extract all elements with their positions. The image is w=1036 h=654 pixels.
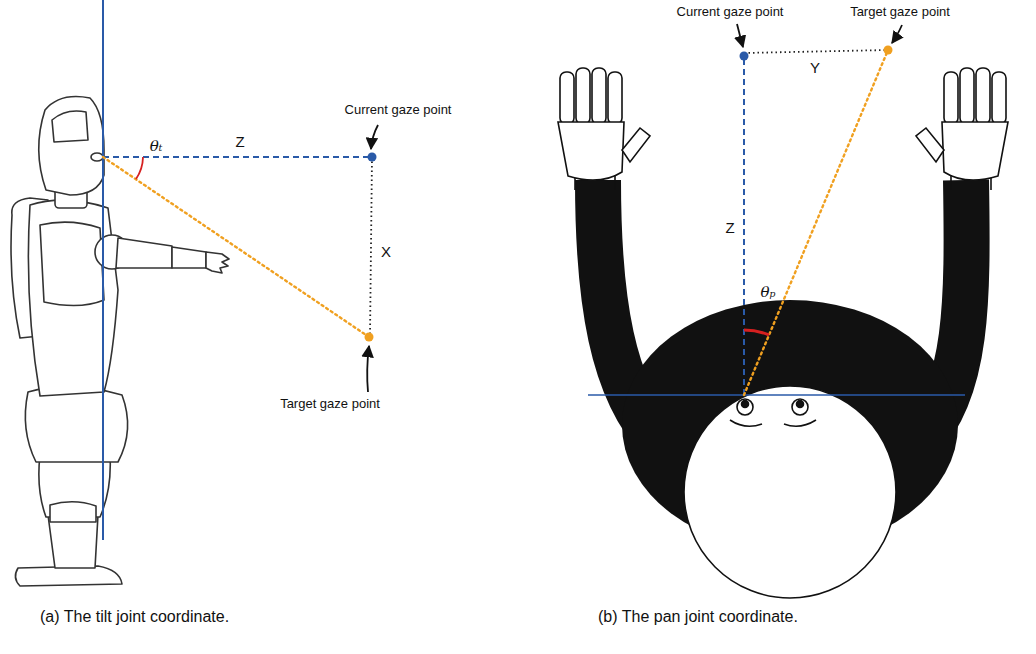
figure-caption: (a) The tilt joint coordinate. <box>40 608 229 626</box>
robot-foot <box>15 566 122 586</box>
axis-label: Z <box>235 134 244 151</box>
axis-label: Y <box>810 60 820 77</box>
pan-angle-arc <box>744 330 769 335</box>
current-gaze-dot <box>368 153 377 162</box>
point-label: Target gaze point <box>850 5 950 19</box>
head-top-view <box>684 386 896 598</box>
pointer-arrow <box>892 25 902 43</box>
figure-caption: (b) The pan joint coordinate. <box>598 608 798 626</box>
robot-chest-plate <box>40 222 104 305</box>
tilt-angle-arc <box>136 157 143 179</box>
angle-label: θₜ <box>150 138 163 155</box>
robot-torso <box>28 200 118 396</box>
robot-head-panel <box>52 111 88 142</box>
target-gaze-dot <box>365 333 374 342</box>
robot-eye <box>91 153 103 161</box>
point-label: Current gaze point <box>345 103 452 117</box>
right-hand <box>916 68 1008 190</box>
angle-label: θₚ <box>760 284 775 301</box>
x-offset-line <box>370 157 372 336</box>
left-hand <box>558 68 650 190</box>
pointer-arrow <box>371 125 378 149</box>
robot-hand <box>206 252 229 273</box>
robot-hip <box>25 387 127 462</box>
robot-forearm <box>172 247 206 268</box>
target-gaze-line <box>744 50 888 395</box>
point-label: Current gaze point <box>677 5 784 19</box>
robot-upper-arm <box>116 238 172 268</box>
robot-shin <box>48 515 98 568</box>
target-gaze-line <box>103 157 369 337</box>
shoulder-axis-line <box>588 394 965 396</box>
target-gaze-dot <box>884 46 893 55</box>
body-axis-line <box>102 0 104 540</box>
robot-side-view <box>11 97 229 587</box>
y-offset-line <box>744 50 888 53</box>
pointer-arrow <box>367 346 369 392</box>
robot-knee <box>50 502 96 522</box>
axis-label: X <box>381 244 391 261</box>
robot-head <box>39 97 104 196</box>
point-label: Target gaze point <box>280 397 380 411</box>
face <box>730 399 816 426</box>
axis-label: Z <box>725 220 734 237</box>
current-gaze-dot <box>740 52 749 61</box>
current-gaze-line <box>743 56 745 395</box>
pointer-arrow <box>737 24 743 47</box>
